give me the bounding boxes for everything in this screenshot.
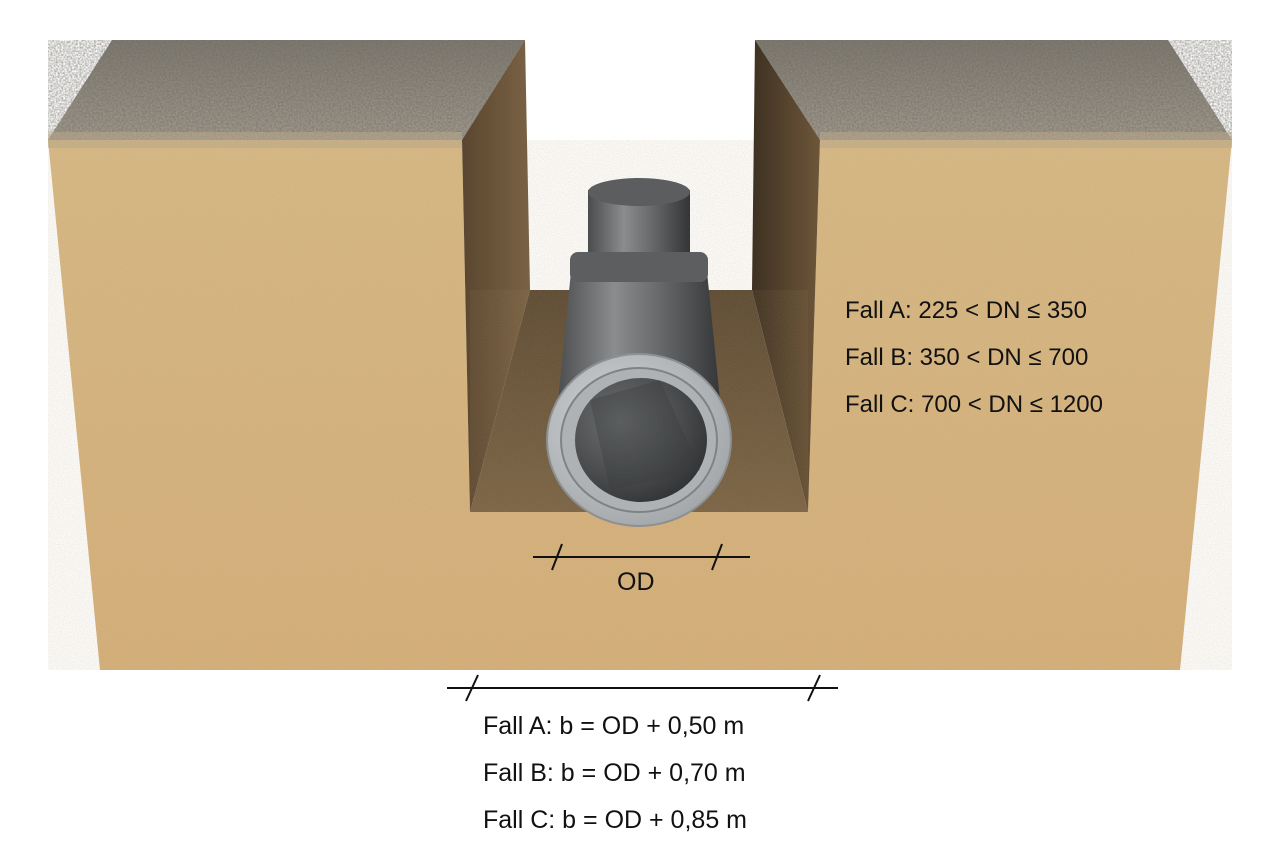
gravel-surface — [48, 40, 1232, 148]
dn-range-case-b: Fall B: 350 < DN ≤ 700 — [845, 344, 1089, 371]
od-label: OD — [617, 568, 655, 596]
od-dimension-line — [533, 543, 750, 571]
concrete-pipe — [546, 178, 732, 527]
width-formula-case-c: Fall C: b = OD + 0,85 m — [483, 806, 747, 834]
width-formula-case-b: Fall B: b = OD + 0,70 m — [483, 759, 746, 787]
width-formula-case-a: Fall A: b = OD + 0,50 m — [483, 712, 745, 740]
dn-range-case-a: Fall A: 225 < DN ≤ 350 — [845, 297, 1087, 324]
trench-width-dimension-line — [447, 674, 838, 702]
dn-range-case-c: Fall C: 700 < DN ≤ 1200 — [845, 391, 1103, 418]
soil-block — [48, 140, 1232, 670]
